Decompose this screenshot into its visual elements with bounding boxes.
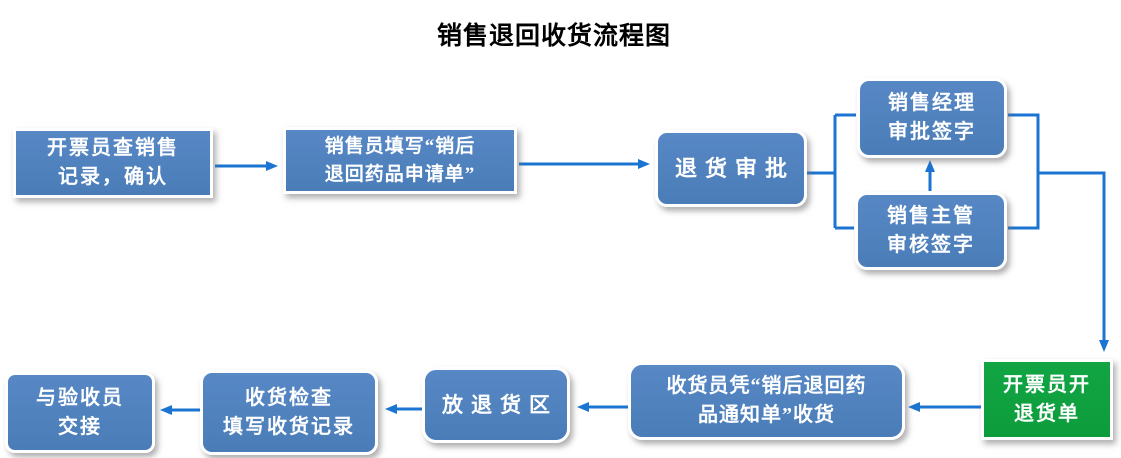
node-check: 开票员查销售 记录，确认 (13, 128, 213, 198)
edge-join-to-invoice (1038, 171, 1109, 352)
node-inspect: 收货检查 填写收货记录 (200, 370, 378, 455)
node-apply: 销售员填写“销后 退回药品申请单” (283, 127, 517, 194)
edge-approve-branch (807, 113, 856, 230)
node-invoice-return: 开票员开 退货单 (981, 359, 1113, 440)
node-manager-sign: 销售经理 审批签字 (857, 78, 1007, 158)
node-approve: 退货审批 (655, 130, 807, 207)
node-receive-goods: 收货员凭“销后退回药 品通知单”收货 (628, 362, 905, 440)
node-return-area: 放退货区 (422, 367, 570, 443)
node-handover: 与验收员 交接 (5, 372, 155, 453)
diagram-title: 销售退回收货流程图 (436, 22, 671, 50)
edge-sign-join (1008, 113, 1040, 230)
node-supervisor-sign: 销售主管 审核签字 (855, 192, 1007, 270)
